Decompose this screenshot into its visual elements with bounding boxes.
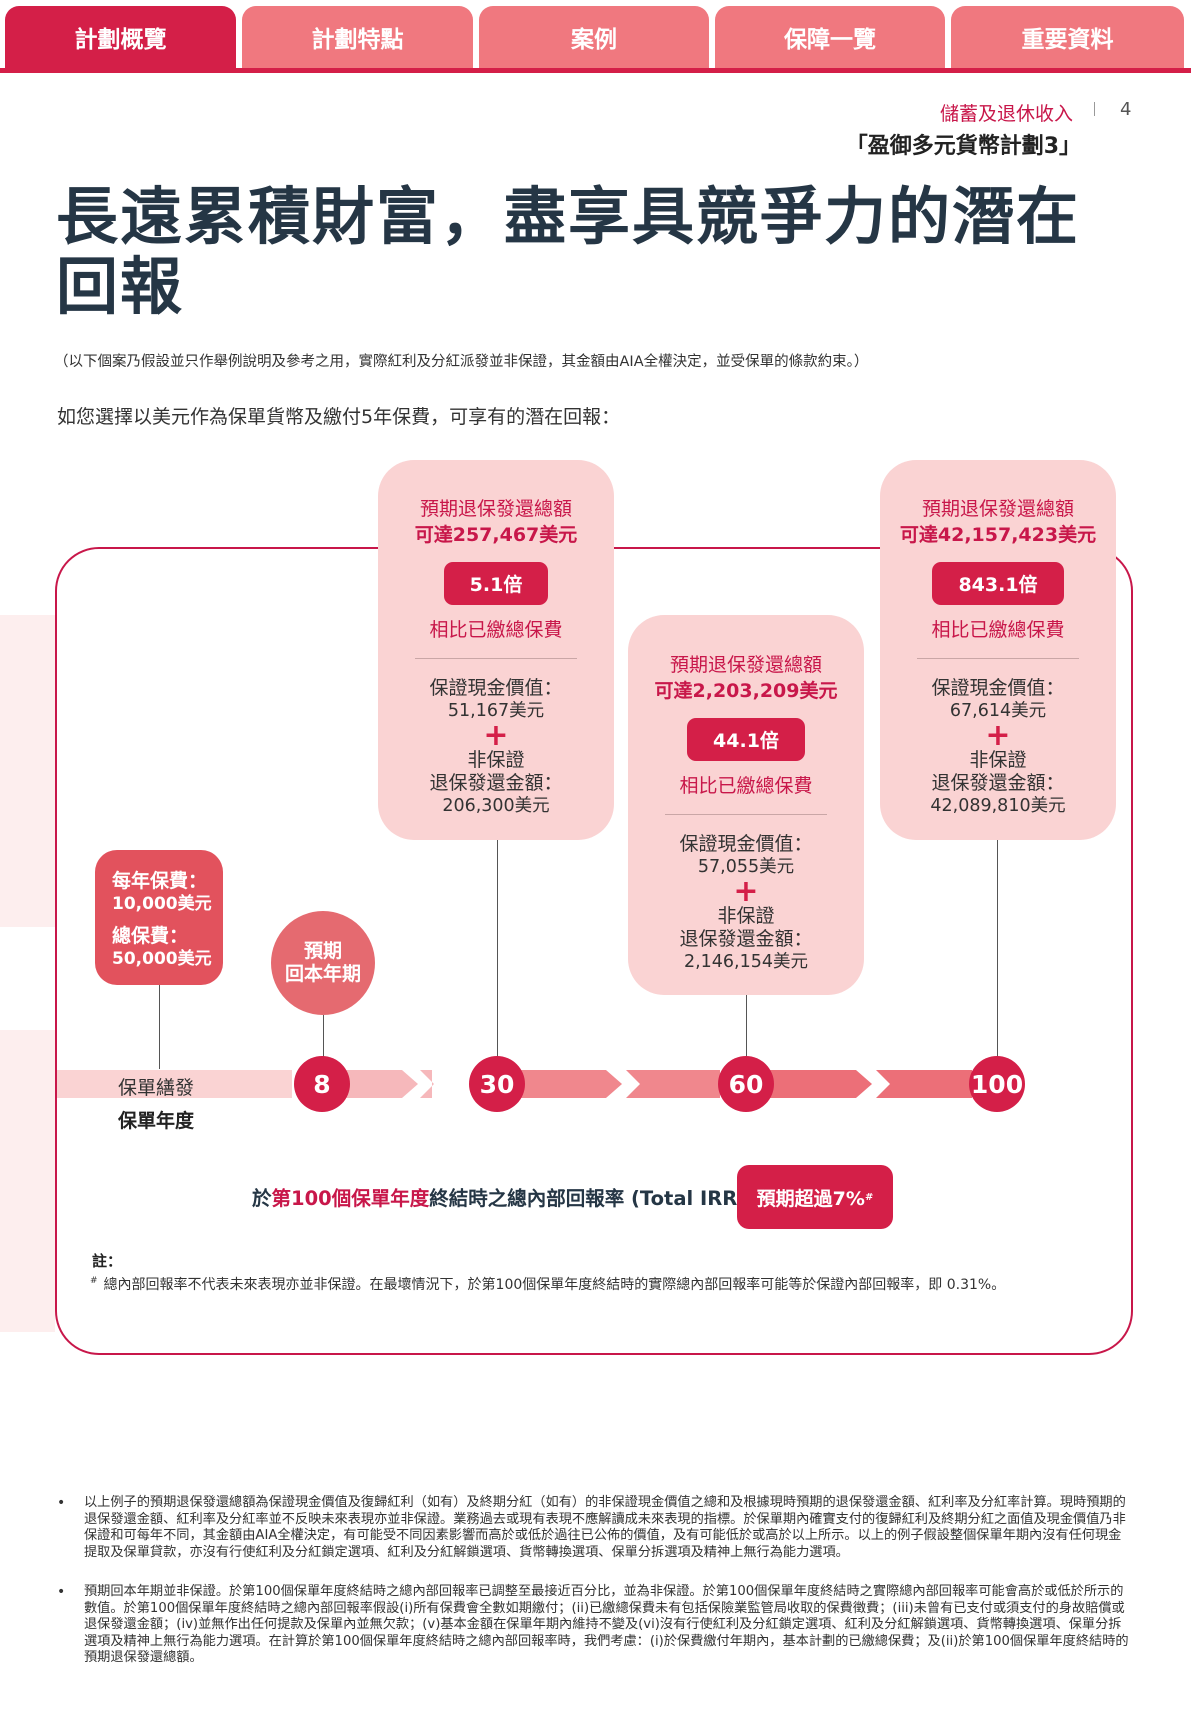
annual-premium-value: 10,000美元: [112, 894, 212, 914]
tab-benefits-summary[interactable]: 保障一覽: [715, 6, 945, 68]
timeline-segment: [420, 1070, 434, 1098]
card-divider: [917, 658, 1079, 659]
note-mark: #: [90, 1276, 98, 1287]
card-heading: 預期退保發還總額: [419, 498, 572, 520]
total-premium-value: 50,000美元: [112, 949, 212, 969]
page-title-line1: 長遠累積財富，盡享具競爭力的潛在: [56, 180, 1081, 253]
left-decor-band: [0, 1030, 55, 1332]
category-label: 儲蓄及退休收入: [939, 103, 1073, 125]
note-heading: 註：: [92, 1252, 123, 1270]
total-premium-label: 總保費：: [112, 925, 189, 947]
guaranteed-label: 保證現金價值：: [679, 833, 813, 855]
header-separator: [1094, 102, 1095, 116]
timeline-segment: [876, 1070, 972, 1098]
irr-highlight: 第100個保單年度: [271, 1187, 430, 1210]
irr-statement: 於第100個保單年度終結時之總內部回報率 (Total IRR): [252, 1182, 746, 1211]
nonguaranteed-value: 2,146,154美元: [683, 952, 809, 972]
timeline-axis-label: 保單年度: [118, 1110, 195, 1132]
card-amount: 可達42,157,423美元: [899, 524, 1097, 546]
irr-prefix: 於: [252, 1187, 272, 1210]
page-number: 4: [1120, 99, 1132, 120]
guaranteed-value: 51,167美元: [447, 701, 545, 721]
breakeven-connector-line: [323, 1015, 324, 1057]
card-compare: 相比已繳總保費: [931, 619, 1065, 641]
card-compare: 相比已繳總保費: [429, 619, 563, 641]
return-card-year-60: 預期退保發還總額 可達2,203,209美元 44.1倍 相比已繳總保費 保證現…: [628, 615, 864, 995]
year-marker-60: 60: [718, 1056, 774, 1112]
timeline-segment: [626, 1070, 720, 1098]
plus-icon: +: [733, 874, 759, 909]
nonguaranteed-label: 退保發還金額：: [679, 928, 813, 950]
breakeven-line2: 回本年期: [284, 963, 361, 985]
left-decor-band: [0, 615, 55, 927]
guaranteed-label: 保證現金價值：: [931, 677, 1065, 699]
plus-icon: +: [985, 718, 1011, 753]
card-connector-line: [997, 820, 998, 1057]
breakeven-circle: 預期 回本年期: [271, 911, 375, 1015]
card-heading: 預期退保發還總額: [669, 654, 822, 676]
page-title-line2: 回報: [56, 250, 185, 323]
annual-premium-label: 每年保費：: [112, 870, 208, 892]
bullet-icon: •: [57, 1584, 66, 1600]
card-amount: 可達257,467美元: [414, 524, 578, 546]
year-marker-100: 100: [969, 1056, 1025, 1112]
timeline-segment: [57, 1070, 292, 1098]
multiple-badge: 843.1倍: [932, 562, 1064, 605]
year-marker-30: 30: [469, 1056, 525, 1112]
card-amount: 可達2,203,209美元: [654, 680, 838, 702]
bullet-icon: •: [57, 1495, 66, 1511]
irr-badge-mark: #: [864, 1191, 874, 1203]
tab-plan-overview[interactable]: 計劃概覽: [5, 6, 236, 68]
intro-text: 如您選擇以美元作為保單貨幣及繳付5年保費，可享有的潛在回報：: [57, 406, 621, 428]
irr-badge-text: 預期超過7%: [756, 1187, 865, 1210]
plan-name: 「盈御多元貨幣計劃3」: [845, 134, 1081, 159]
card-connector-line: [746, 995, 747, 1057]
premium-box: 每年保費： 10,000美元 總保費： 50,000美元: [95, 850, 223, 985]
tab-important-info[interactable]: 重要資料: [951, 6, 1184, 68]
irr-suffix: 終結時之總內部回報率 (Total IRR): [429, 1187, 747, 1210]
timeline-start-label: 保單繕發: [118, 1077, 195, 1099]
card-divider: [415, 658, 577, 659]
nonguaranteed-label: 退保發還金額：: [931, 772, 1065, 794]
tab-underline: [0, 68, 1191, 73]
page-title: 長遠累積財富，盡享具競爭力的潛在 回報: [56, 182, 1116, 322]
nonguaranteed-value: 42,089,810美元: [930, 796, 1066, 816]
return-card-year-30: 預期退保發還總額 可達257,467美元 5.1倍 相比已繳總保費 保證現金價值…: [378, 460, 614, 840]
multiple-badge: 5.1倍: [443, 562, 549, 605]
nonguaranteed-value: 206,300美元: [442, 796, 550, 816]
plus-icon: +: [483, 718, 509, 753]
return-card-year-100: 預期退保發還總額 可達42,157,423美元 843.1倍 相比已繳總保費 保…: [880, 460, 1116, 840]
note-text: # 總內部回報率不代表未來表現亦並非保證。在最壞情況下，於第100個保單年度終結時…: [90, 1274, 1005, 1294]
nonguaranteed-label: 非保證: [467, 749, 525, 771]
tab-plan-features[interactable]: 計劃特點: [242, 6, 473, 68]
note-body: 總內部回報率不代表未來表現亦並非保證。在最壞情況下，於第100個保單年度終結時的…: [103, 1277, 1006, 1293]
footnote-1: 以上例子的預期退保發還總額為保證現金價值及復歸紅利（如有）及終期分紅（如有）的非…: [84, 1495, 1126, 1560]
footnote-2: 預期回本年期並非保證。於第100個保單年度終結時之總內部回報率已調整至最接近百分…: [84, 1584, 1129, 1665]
nonguaranteed-label: 非保證: [969, 749, 1027, 771]
timeline-segment: [492, 1070, 622, 1098]
card-connector-line: [497, 820, 498, 1057]
tab-bar: 計劃概覽 計劃特點 案例 保障一覽 重要資料: [0, 0, 1191, 74]
tab-case-study[interactable]: 案例: [479, 6, 709, 68]
nonguaranteed-label: 退保發還金額：: [429, 772, 563, 794]
guaranteed-value: 67,614美元: [949, 701, 1047, 721]
multiple-badge: 44.1倍: [687, 718, 805, 761]
card-divider: [665, 814, 827, 815]
guaranteed-label: 保證現金價值：: [429, 677, 563, 699]
irr-badge: 預期超過7%#: [737, 1165, 893, 1229]
card-heading: 預期退保發還總額: [921, 498, 1074, 520]
guaranteed-value: 57,055美元: [697, 857, 795, 877]
year-marker-8: 8: [294, 1056, 350, 1112]
nonguaranteed-label: 非保證: [717, 905, 775, 927]
premium-connector-line: [159, 985, 160, 1069]
card-compare: 相比已繳總保費: [679, 775, 813, 797]
timeline-segment: [745, 1070, 872, 1098]
disclaimer: （以下個案乃假設並只作舉例說明及參考之用，實際紅利及分紅派發並非保證，其金額由A…: [54, 354, 869, 370]
breakeven-line1: 預期: [303, 940, 342, 962]
